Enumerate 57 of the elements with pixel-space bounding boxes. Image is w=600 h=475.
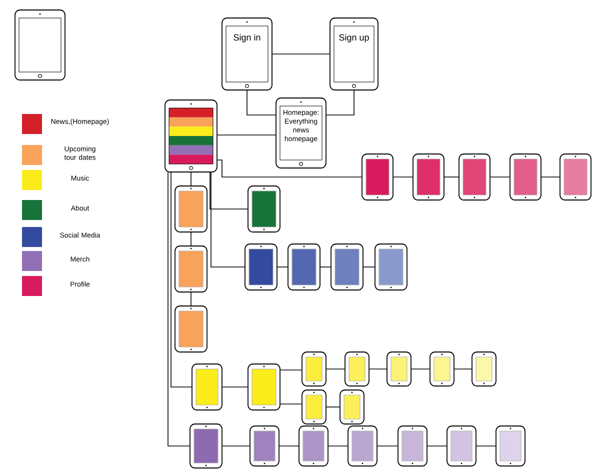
tablet-screen <box>496 426 526 466</box>
tablet-screen <box>288 244 320 290</box>
connector-line <box>320 266 331 268</box>
connector-line <box>541 176 560 178</box>
tablet-screen <box>430 352 454 386</box>
tablet-screen <box>386 352 412 386</box>
tablet-screen <box>398 426 428 466</box>
tablet-screen <box>458 154 490 200</box>
connector-line <box>490 176 510 178</box>
connector-line <box>326 406 340 408</box>
connector-line <box>454 368 472 370</box>
tablet-screen <box>472 352 496 386</box>
tablet-screen <box>302 390 326 424</box>
tablet-screen <box>348 426 378 466</box>
tablet-screen <box>298 426 328 466</box>
tablet-screen <box>330 244 364 290</box>
tablet-screen: Sign up <box>330 18 378 90</box>
tablet-screen <box>174 186 208 232</box>
connector-line <box>210 172 248 210</box>
connector-line <box>222 386 248 388</box>
connector-line <box>168 172 190 446</box>
tablet-screen <box>446 426 476 466</box>
tablet-screen <box>190 424 222 468</box>
tablet-screen <box>248 186 280 232</box>
tablet-screen <box>510 154 542 200</box>
tablet-screen <box>14 10 66 80</box>
tablet-screen <box>362 154 394 200</box>
connector-line <box>217 160 362 178</box>
tablet-screen <box>164 100 218 172</box>
connector-line <box>190 292 192 306</box>
connector-line <box>444 176 459 178</box>
connector-line <box>277 266 288 268</box>
tablet-screen <box>244 244 278 290</box>
tablet-screen <box>192 364 222 410</box>
connector-line <box>246 90 276 116</box>
connector-line <box>363 266 375 268</box>
tablet-screen <box>302 352 326 386</box>
tablet-screen <box>174 306 208 352</box>
connector-line <box>393 176 413 178</box>
tablet-screen: Sign in <box>222 18 272 90</box>
connector-line <box>210 172 245 268</box>
connector-line <box>170 172 192 388</box>
tablet-screen <box>374 244 408 290</box>
connector-line <box>190 232 192 246</box>
tablet-screen <box>344 352 370 386</box>
connector-line <box>326 90 354 116</box>
tablet-screen <box>560 154 592 200</box>
tablet-screen <box>174 246 208 292</box>
connector-line <box>411 368 430 370</box>
tablet-screen <box>340 390 364 424</box>
tablet-screen <box>412 154 444 200</box>
tablet-screen <box>248 364 280 410</box>
connector-line <box>326 368 345 370</box>
connector-line <box>217 134 276 136</box>
connector-line <box>369 368 387 370</box>
connector-line <box>190 172 192 186</box>
tablet-screen <box>250 426 280 466</box>
